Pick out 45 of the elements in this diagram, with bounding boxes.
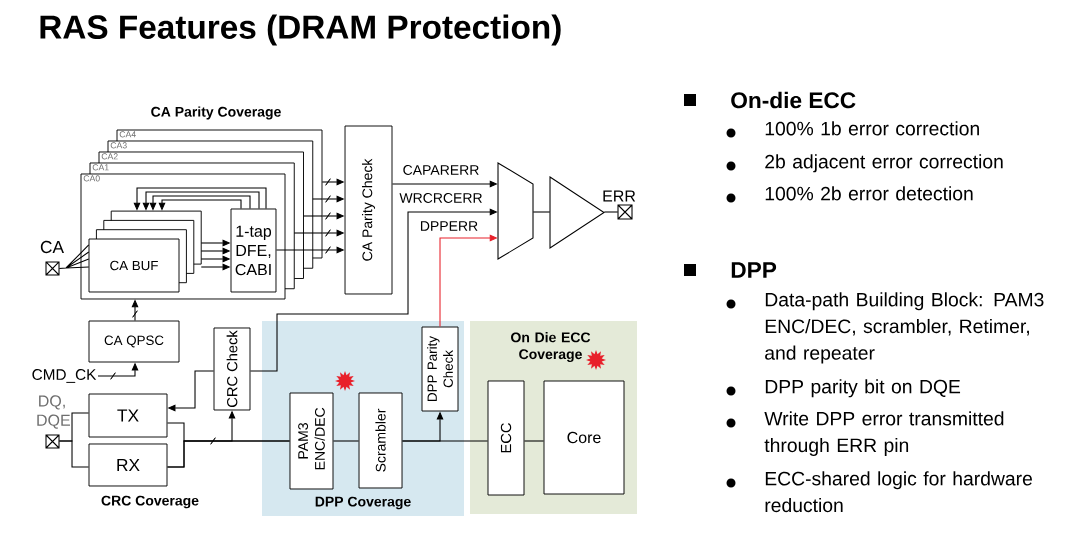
block-box: RX <box>88 443 168 487</box>
mux-symbol <box>497 162 534 260</box>
connector <box>58 244 90 270</box>
pin-label: ERR <box>603 190 636 202</box>
pad-symbol <box>45 434 60 449</box>
block-box: 1-tap DFE, CABI <box>230 208 277 293</box>
block-box: DPP Parity Check <box>421 326 459 412</box>
block-box: CA Parity Check <box>344 125 393 295</box>
block-box: Core <box>543 380 625 495</box>
bullet-text: Write DPP error transmitted through ERR pin <box>764 411 1004 456</box>
pad-symbol <box>45 261 60 276</box>
section-heading: DPP <box>731 262 777 278</box>
bullet-text: DPP parity bit on DQE <box>765 379 961 398</box>
caption-text: CA Parity Coverage <box>151 106 281 120</box>
bullet-text: Data-path Building Block: PAM3 ENC/DEC, scrambler, Retimer, and repeater <box>765 292 1044 364</box>
pin-label: CA <box>40 240 64 254</box>
driver-symbol <box>549 176 605 249</box>
edge-label: DPPERR <box>419 220 479 232</box>
connector <box>523 440 545 442</box>
connector <box>532 211 551 213</box>
bullet-text: ECC-shared logic for hardware reduction <box>765 471 1032 513</box>
edge-label: WRCRCERR <box>398 192 484 204</box>
bullet-text: 100% 2b error detection <box>765 186 973 201</box>
block-box: Scrambler <box>358 392 403 489</box>
connector <box>58 440 90 468</box>
block-box: CA QPSC <box>88 320 180 363</box>
title: RAS Features (DRAM Protection) <box>40 14 561 46</box>
node-label: CA1 <box>92 164 109 171</box>
block-box: CRC Check <box>213 327 251 411</box>
bullet-text: 100% 1b error correction <box>765 121 979 136</box>
bullet-text: 2b adjacent error correction <box>765 154 1003 173</box>
connector <box>401 440 489 442</box>
pad-symbol <box>617 204 633 220</box>
pin-label: DQ, DQE <box>37 395 70 429</box>
block-box: PAM3 ENC/DEC <box>289 392 334 490</box>
connector <box>332 440 360 442</box>
node-label: CA2 <box>101 153 118 160</box>
signal-label: CMD_CK <box>32 369 97 383</box>
node-label: CA0 <box>83 175 100 182</box>
block-box: ECC <box>487 380 525 496</box>
section-heading: On-die ECC <box>731 91 856 109</box>
buffer-box: CA BUF <box>88 210 202 293</box>
block-box: TX <box>88 393 168 438</box>
connector <box>603 211 619 213</box>
edge-label: CAPARERR <box>401 164 481 176</box>
